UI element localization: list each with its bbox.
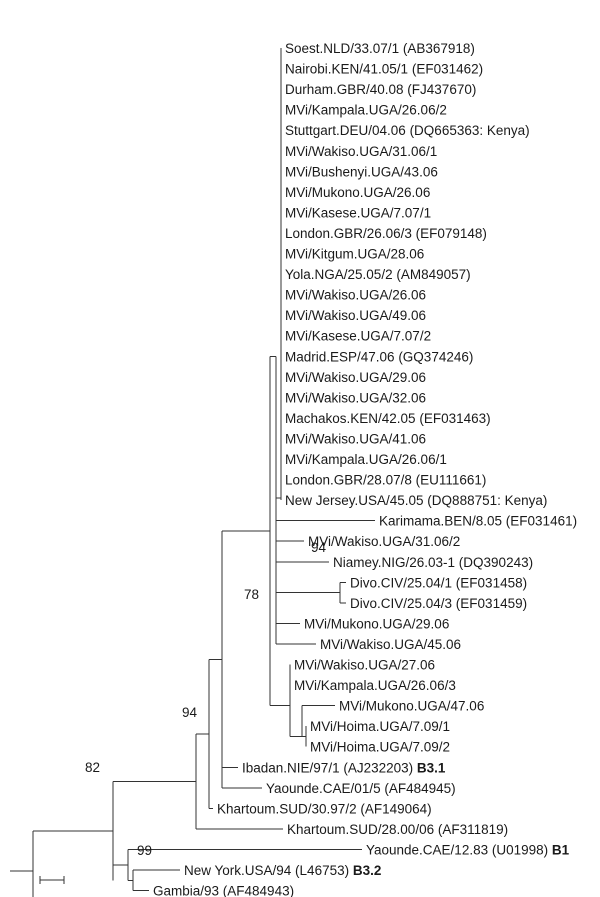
taxon-name: MVi/Mukono.UGA/26.06 <box>285 185 430 200</box>
taxon-name: MVi/Wakiso.UGA/32.06 <box>285 390 426 405</box>
taxon-label: Yaounde.CAE/01/5 (AF484945) <box>266 781 456 796</box>
taxon-name: Khartoum.SUD/30.97/2 (AF149064) <box>217 801 432 816</box>
taxon-name: Divo.CIV/25.04/3 (EF031459) <box>350 596 527 611</box>
genotype-label: B3.1 <box>413 760 446 775</box>
taxon-label: MVi/Wakiso.UGA/45.06 <box>320 637 461 652</box>
taxon-name: Karimama.BEN/8.05 (EF031461) <box>379 514 577 529</box>
taxon-label: MVi/Kampala.UGA/26.06/1 <box>285 452 447 467</box>
taxon-label: MVi/Hoima.UGA/7.09/1 <box>310 719 450 734</box>
taxon-name: MVi/Wakiso.UGA/26.06 <box>285 288 426 303</box>
taxon-label: New York.USA/94 (L46753) B3.2 <box>184 863 381 878</box>
taxon-label: MVi/Wakiso.UGA/32.06 <box>285 390 426 405</box>
taxon-label: Niamey.NIG/26.03-1 (DQ390243) <box>333 555 533 570</box>
taxon-name: Yaounde.CAE/01/5 (AF484945) <box>266 781 456 796</box>
taxon-name: Ibadan.NIE/97/1 (AJ232203) <box>242 760 413 775</box>
taxon-label: Soest.NLD/33.07/1 (AB367918) <box>285 41 475 56</box>
tree-branches <box>10 48 375 897</box>
taxon-label: Divo.CIV/25.04/3 (EF031459) <box>350 596 527 611</box>
taxon-name: Yaounde.CAE/12.83 (U01998) <box>366 842 548 857</box>
taxon-label: Machakos.KEN/42.05 (EF031463) <box>285 411 491 426</box>
taxon-label: MVi/Wakiso.UGA/41.06 <box>285 431 426 446</box>
taxon-label: London.GBR/28.07/8 (EU111661) <box>285 473 486 488</box>
taxon-label: Khartoum.SUD/30.97/2 (AF149064) <box>217 801 432 816</box>
taxon-name: New Jersey.USA/45.05 (DQ888751: Kenya) <box>285 493 547 508</box>
taxon-name: MVi/Kitgum.UGA/28.06 <box>285 247 424 262</box>
taxon-name: MVi/Wakiso.UGA/49.06 <box>285 308 426 323</box>
taxon-name: MVi/Wakiso.UGA/27.06 <box>294 658 435 673</box>
scale-bar <box>39 876 65 884</box>
taxon-name: MVi/Wakiso.UGA/31.06/2 <box>308 534 460 549</box>
taxon-name: MVi/Kampala.UGA/26.06/3 <box>294 678 456 693</box>
taxon-label: Nairobi.KEN/41.05/1 (EF031462) <box>285 62 483 77</box>
taxon-label: Durham.GBR/40.08 (FJ437670) <box>285 82 476 97</box>
taxon-label: Gambia/93 (AF484943) <box>153 884 294 897</box>
taxon-label: Stuttgart.DEU/04.06 (DQ665363: Kenya) <box>285 123 530 138</box>
taxon-label: MVi/Wakiso.UGA/31.06/1 <box>285 144 437 159</box>
taxon-label: Madrid.ESP/47.06 (GQ374246) <box>285 349 473 364</box>
taxon-name: MVi/Wakiso.UGA/45.06 <box>320 637 461 652</box>
taxon-label: MVi/Hoima.UGA/7.09/2 <box>310 740 450 755</box>
taxon-name: London.GBR/26.06/3 (EF079148) <box>285 226 487 241</box>
taxon-labels: Soest.NLD/33.07/1 (AB367918) Nairobi.KEN/… <box>153 41 577 897</box>
taxon-name: MVi/Hoima.UGA/7.09/1 <box>310 719 450 734</box>
taxon-label: MVi/Kasese.UGA/7.07/1 <box>285 205 431 220</box>
taxon-label: MVi/Kasese.UGA/7.07/2 <box>285 329 431 344</box>
taxon-name: Khartoum.SUD/28.00/06 (AF311819) <box>287 822 508 837</box>
taxon-name: Divo.CIV/25.04/1 (EF031458) <box>350 575 527 590</box>
taxon-name: MVi/Wakiso.UGA/29.06 <box>285 370 426 385</box>
taxon-name: MVi/Mukono.UGA/47.06 <box>339 699 484 714</box>
taxon-label: Yaounde.CAE/12.83 (U01998) B1 <box>366 842 570 857</box>
bootstrap-label-b3-b1: 82 <box>85 760 100 775</box>
taxon-name: Stuttgart.DEU/04.06 (DQ665363: Kenya) <box>285 123 530 138</box>
taxon-name: MVi/Kasese.UGA/7.07/1 <box>285 205 431 220</box>
taxon-name: Madrid.ESP/47.06 (GQ374246) <box>285 349 473 364</box>
taxon-label: MVi/Kitgum.UGA/28.06 <box>285 247 424 262</box>
taxon-name: MVi/Wakiso.UGA/41.06 <box>285 431 426 446</box>
taxon-name: Durham.GBR/40.08 (FJ437670) <box>285 82 476 97</box>
taxon-name: Gambia/93 (AF484943) <box>153 884 294 897</box>
genotype-label: B1 <box>548 842 570 857</box>
taxon-label: MVi/Wakiso.UGA/27.06 <box>294 658 435 673</box>
taxon-name: Nairobi.KEN/41.05/1 (EF031462) <box>285 62 483 77</box>
taxon-name: Machakos.KEN/42.05 (EF031463) <box>285 411 491 426</box>
taxon-name: Soest.NLD/33.07/1 (AB367918) <box>285 41 475 56</box>
taxon-label: MVi/Wakiso.UGA/49.06 <box>285 308 426 323</box>
taxon-name: MVi/Mukono.UGA/29.06 <box>304 616 449 631</box>
taxon-name: MVi/Kampala.UGA/26.06/1 <box>285 452 447 467</box>
bootstrap-label-b3-2-gambia: 99 <box>137 843 152 858</box>
taxon-label: MVi/Wakiso.UGA/31.06/2 <box>308 534 460 549</box>
taxon-label: MVi/Kampala.UGA/26.06/2 <box>285 103 447 118</box>
taxon-label: Karimama.BEN/8.05 (EF031461) <box>379 514 577 529</box>
taxon-name: MVi/Kampala.UGA/26.06/2 <box>285 103 447 118</box>
bootstrap-label-b3: 94 <box>182 705 198 720</box>
bootstrap-label-divo: 94 <box>311 540 327 555</box>
taxon-label: MVi/Wakiso.UGA/26.06 <box>285 288 426 303</box>
taxon-name: MVi/Bushenyi.UGA/43.06 <box>285 164 438 179</box>
taxon-name: Niamey.NIG/26.03-1 (DQ390243) <box>333 555 533 570</box>
taxon-name: MVi/Wakiso.UGA/31.06/1 <box>285 144 437 159</box>
taxon-label: MVi/Mukono.UGA/26.06 <box>285 185 430 200</box>
taxon-label: MVi/Wakiso.UGA/29.06 <box>285 370 426 385</box>
taxon-name: Yola.NGA/25.05/2 (AM849057) <box>285 267 471 282</box>
taxon-label: MVi/Mukono.UGA/29.06 <box>304 616 449 631</box>
genotype-label: B3.2 <box>349 863 381 878</box>
taxon-name: London.GBR/28.07/8 (EU111661) <box>285 473 486 488</box>
taxon-name: MVi/Kasese.UGA/7.07/2 <box>285 329 431 344</box>
taxon-label: MVi/Kampala.UGA/26.06/3 <box>294 678 456 693</box>
taxon-label: Yola.NGA/25.05/2 (AM849057) <box>285 267 471 282</box>
taxon-label: London.GBR/26.06/3 (EF079148) <box>285 226 487 241</box>
taxon-label: Khartoum.SUD/28.00/06 (AF311819) <box>287 822 508 837</box>
taxon-label: MVi/Mukono.UGA/47.06 <box>339 699 484 714</box>
taxon-name: MVi/Hoima.UGA/7.09/2 <box>310 740 450 755</box>
bootstrap-label-b3-1-core: 78 <box>244 587 259 602</box>
taxon-name: New York.USA/94 (L46753) <box>184 863 349 878</box>
taxon-label: MVi/Bushenyi.UGA/43.06 <box>285 164 438 179</box>
taxon-label: New Jersey.USA/45.05 (DQ888751: Kenya) <box>285 493 547 508</box>
taxon-label: Divo.CIV/25.04/1 (EF031458) <box>350 575 527 590</box>
taxon-label: Ibadan.NIE/97/1 (AJ232203) B3.1 <box>242 760 446 775</box>
